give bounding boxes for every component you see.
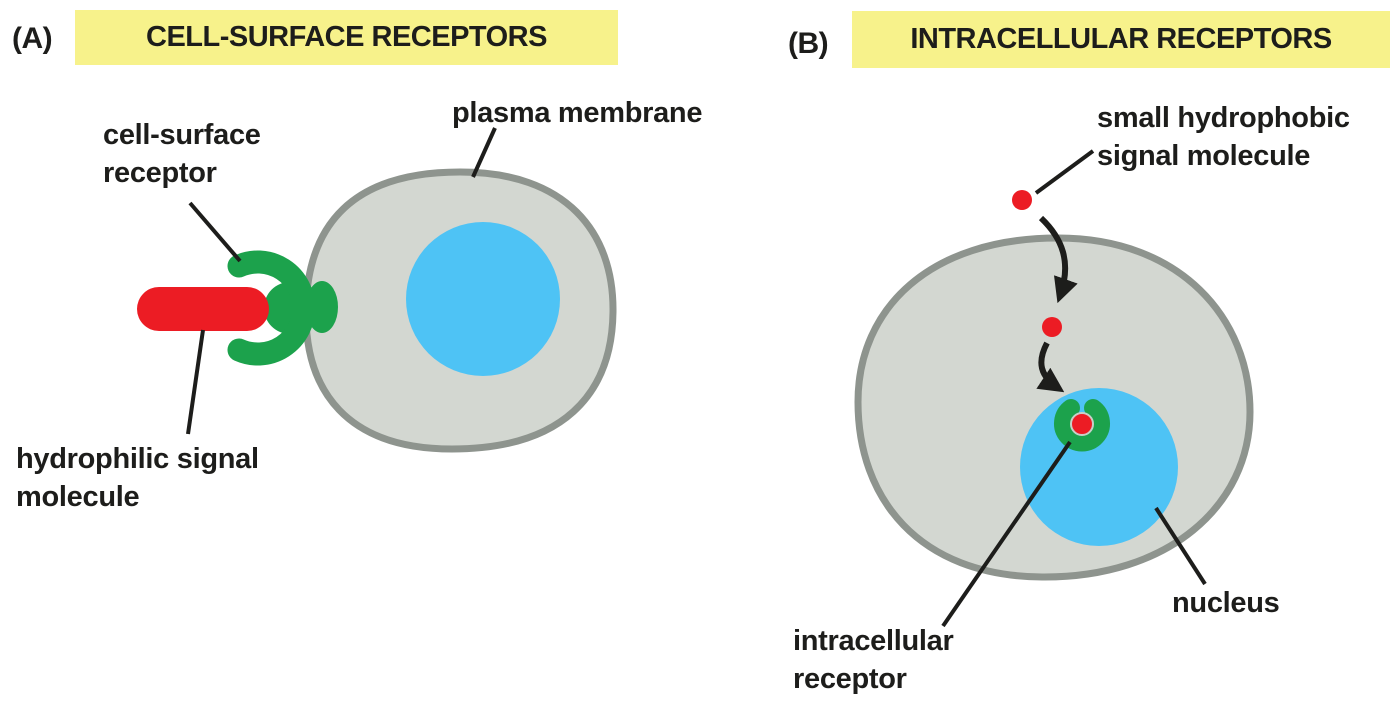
panel-a-title-banner: CELL-SURFACE RECEPTORS — [75, 10, 618, 65]
receptor-a-intracellular-knob — [306, 281, 338, 333]
receptor-b-ring — [1054, 399, 1110, 452]
label-small-hydrophobic-signal-molecule: small hydrophobic signal molecule — [1097, 99, 1350, 175]
small-hydrophobic-signal-dot-outside — [1012, 190, 1032, 210]
pointer-line-hydrophilic-signal — [186, 329, 205, 435]
label-intracellular-line1: intracellular — [793, 625, 954, 657]
pointer-line-plasma-membrane — [471, 127, 497, 178]
label-small-hydrophobic-line2: signal molecule — [1097, 140, 1311, 172]
panel-b-title-banner: INTRACELLULAR RECEPTORS — [852, 11, 1390, 68]
cell-surface-receptor-shape — [227, 250, 338, 366]
label-cell-surface-receptor: cell-surface receptor — [103, 116, 261, 192]
intracellular-receptor-shape — [1054, 399, 1110, 452]
pointer-line-small-hydrophobic-signal — [1034, 149, 1095, 195]
panel-b-title: INTRACELLULAR RECEPTORS — [910, 23, 1332, 55]
label-nucleus: nucleus — [1172, 587, 1280, 619]
label-intracellular-line2: receptor — [793, 663, 907, 695]
pointer-line-nucleus — [1154, 506, 1207, 586]
signal-entry-arrow-through-membrane — [1038, 215, 1078, 304]
label-hydrophilic-line1: hydrophilic signal — [16, 443, 259, 475]
label-hydrophilic-line2: molecule — [16, 481, 140, 513]
label-hydrophilic-signal-molecule: hydrophilic signal molecule — [16, 440, 259, 516]
panel-a-cell — [302, 168, 617, 453]
label-small-hydrophobic-line1: small hydrophobic — [1097, 102, 1350, 134]
panel-a-marker: (A) — [12, 22, 53, 55]
panel-a-title: CELL-SURFACE RECEPTORS — [146, 21, 547, 53]
cell-a-nucleus — [406, 222, 560, 376]
label-cell-surface-receptor-line1: cell-surface — [103, 119, 261, 151]
bound-signal-molecule-dot — [1070, 412, 1094, 436]
small-hydrophobic-signal-dot-inside — [1042, 317, 1062, 337]
panel-b-cell — [854, 234, 1254, 581]
panel-b-marker: (B) — [788, 27, 829, 60]
label-plasma-membrane: plasma membrane — [452, 97, 703, 129]
pointer-line-intracellular-receptor — [941, 440, 1072, 628]
label-intracellular-receptor: intracellular receptor — [793, 622, 954, 698]
hydrophilic-signal-molecule-shape — [137, 287, 269, 331]
receptor-a-cup — [227, 250, 316, 366]
pointer-line-cell-surface-receptor — [188, 201, 242, 263]
signal-entry-arrow-to-nucleus — [1036, 341, 1065, 393]
label-cell-surface-receptor-line2: receptor — [103, 157, 217, 189]
